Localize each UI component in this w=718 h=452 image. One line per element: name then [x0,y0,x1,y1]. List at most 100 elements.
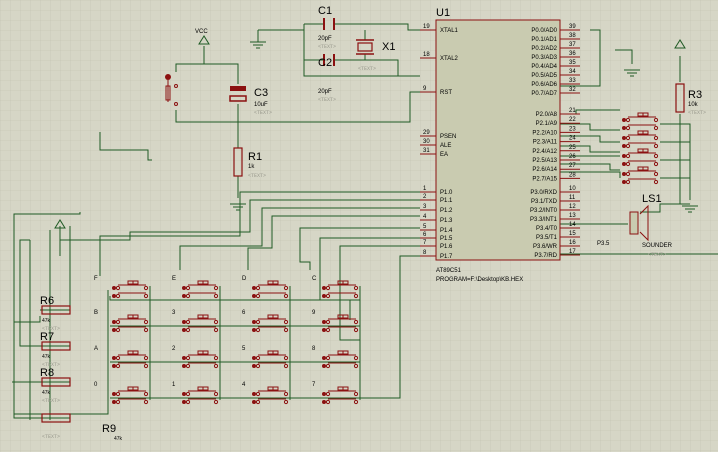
push-button[interactable] [252,350,289,369]
pin-name: P1.1 [440,198,453,204]
pin-number: 29 [423,130,430,136]
keypad-key-label: D [242,276,247,282]
pin-name: P2.0/A8 [536,112,558,118]
chip-part: AT89C51 [436,268,462,274]
r9-ref: R9 [102,423,116,435]
push-button[interactable] [182,386,219,405]
crystal-x1: X1 <TEXT> [356,39,395,72]
pin-name: XTAL2 [440,56,459,62]
resistor-r3: R3 10k <TEXT> [675,83,706,116]
pin-number: 11 [569,195,576,201]
pin-name: P2.6/A14 [532,167,557,173]
keypad-key-label: E [172,276,176,282]
pin-name: P3.3/INT1 [530,217,558,223]
push-button[interactable] [622,112,659,131]
r3-text: <TEXT> [688,110,706,116]
pin-name: P1.4 [440,228,453,234]
pin-number: 5 [423,224,427,230]
pin-number: 6 [423,232,427,238]
push-button[interactable] [182,314,219,333]
capacitor-c3: C3 10uF <TEXT> [229,86,272,116]
pin-name: P2.7/A15 [532,176,557,182]
push-button[interactable] [112,314,149,333]
sounder-ls1: LS1 SOUNDER <TEXT> [629,193,673,258]
pin-number: 16 [569,240,576,246]
pin-number: 23 [569,126,576,132]
pin-number: 17 [569,249,576,255]
pin-number: 38 [569,33,576,39]
p2-switches[interactable] [622,112,659,185]
r6-ref: R6 [40,295,54,307]
resistor-r9: <TEXT> R9 47k [41,413,123,442]
push-button[interactable] [622,166,659,185]
ground-symbol-sounder [682,205,698,213]
pin-number: 30 [423,139,430,145]
c3-value: 10uF [254,102,268,108]
resistor-r7: R7 47k <TEXT> [40,331,71,368]
r3-value: 10k [688,102,699,108]
keypad-key-label: 7 [312,382,316,388]
ls1-text: <TEXT> [648,252,666,258]
pin-number: 14 [569,222,576,228]
pin-name: P0.2/AD2 [531,46,557,52]
pin-name: P3.4/T0 [536,226,558,232]
pin-number: 34 [569,69,576,75]
push-button[interactable] [322,386,359,405]
vcc-terminal: VCC [195,29,210,45]
push-button[interactable] [322,314,359,333]
keypad-key-label: 5 [242,346,246,352]
pin-name: P1.2 [440,208,453,214]
pin-number: 15 [569,231,576,237]
pin-name: P0.1/AD1 [531,37,557,43]
keypad-key-label: 0 [94,382,98,388]
pin-number: 9 [423,86,427,92]
pin-name: P2.5/A13 [532,158,557,164]
c2-text: <TEXT> [318,97,336,103]
r1-text: <TEXT> [248,173,266,179]
pin-name: XTAL1 [440,28,459,34]
c1-text: <TEXT> [318,44,336,50]
pin-number: 28 [569,172,576,178]
keypad-key-label: A [94,346,98,352]
push-button[interactable] [322,280,359,299]
push-button[interactable] [252,280,289,299]
pin-name: P3.7/RD [534,253,557,259]
r8-text: <TEXT> [42,398,60,404]
r7-ref: R7 [40,331,54,343]
pin-name: P0.3/AD3 [531,55,557,61]
pin-number: 33 [569,78,576,84]
keypad-key-label: 4 [242,382,246,388]
r6-value: 47k [42,318,51,324]
push-button[interactable] [112,350,149,369]
x1-ref: X1 [382,41,395,53]
pin-name: P1.0 [440,190,453,196]
push-button[interactable] [112,280,149,299]
pin-number: 2 [423,194,427,200]
push-button[interactable] [182,280,219,299]
pin-number: 3 [423,204,427,210]
pin-name: EA [440,152,448,158]
push-button[interactable] [322,350,359,369]
push-button[interactable] [252,314,289,333]
push-button[interactable] [252,386,289,405]
push-button[interactable] [112,386,149,405]
pin-name: P1.5 [440,236,453,242]
pin-number: 19 [423,24,430,30]
pin-name: P2.2/A10 [532,130,557,136]
keypad-key-label: 3 [172,310,176,316]
pin-name: P0.4/AD4 [531,64,557,70]
c1-value: 20pF [318,36,332,42]
push-button[interactable] [622,130,659,149]
capacitor-c1: C1 20pF <TEXT> [318,5,336,50]
chip-left-pins: 19XTAL118XTAL29RST29PSEN30ALE31EA1P1.02P… [420,24,459,260]
resistor-r1: R1 1k <TEXT> [233,147,266,179]
push-button[interactable] [182,350,219,369]
capacitor-c2: C2 20pF <TEXT> [318,54,336,103]
pin-number: 24 [569,136,576,142]
reset-button[interactable] [165,74,178,106]
pin-number: 39 [569,24,576,30]
pin-number: 36 [569,51,576,57]
push-button[interactable] [622,148,659,167]
